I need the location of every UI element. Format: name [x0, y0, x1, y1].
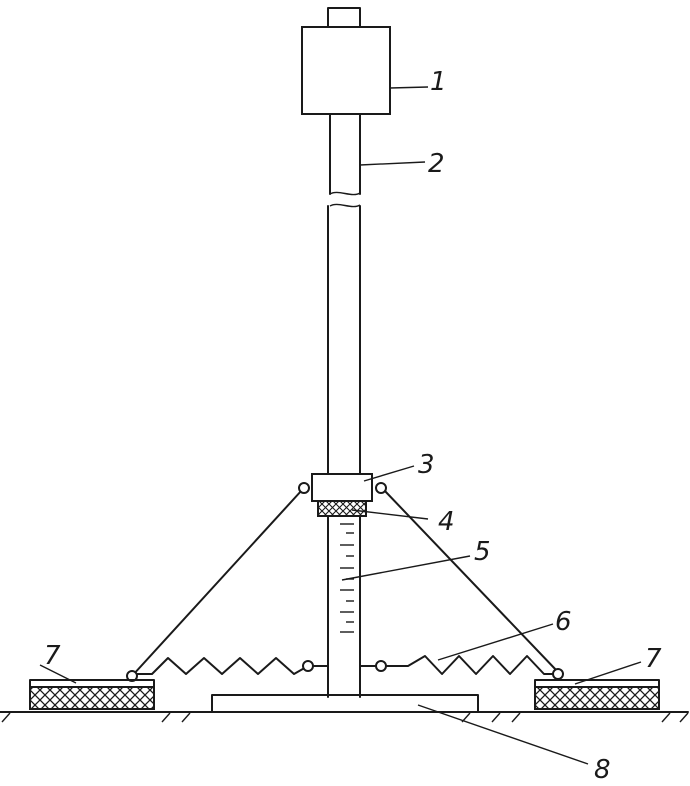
callout-1: 1 — [430, 67, 447, 97]
callout-2: 2 — [428, 149, 445, 179]
block-weight — [301, 26, 391, 115]
top-stub — [327, 7, 361, 28]
sliding-collar — [311, 473, 373, 502]
struts — [131, 489, 559, 677]
base-plate — [211, 694, 479, 713]
pivots — [126, 482, 564, 682]
callout-7-right: 7 — [645, 644, 662, 674]
collar-grip — [317, 500, 367, 517]
pad-left — [29, 679, 155, 710]
leader-lines — [39, 86, 642, 765]
pad-right — [534, 679, 660, 710]
springs — [134, 655, 559, 675]
callout-3: 3 — [418, 450, 435, 480]
callout-7-left: 7 — [44, 641, 61, 671]
callout-6: 6 — [555, 607, 572, 637]
callout-labels: 1 2 3 4 5 6 7 7 8 — [44, 67, 662, 785]
rod — [327, 113, 361, 698]
callout-4: 4 — [438, 507, 455, 537]
callout-5: 5 — [474, 537, 491, 567]
ground — [0, 711, 689, 723]
callout-8: 8 — [594, 755, 611, 785]
